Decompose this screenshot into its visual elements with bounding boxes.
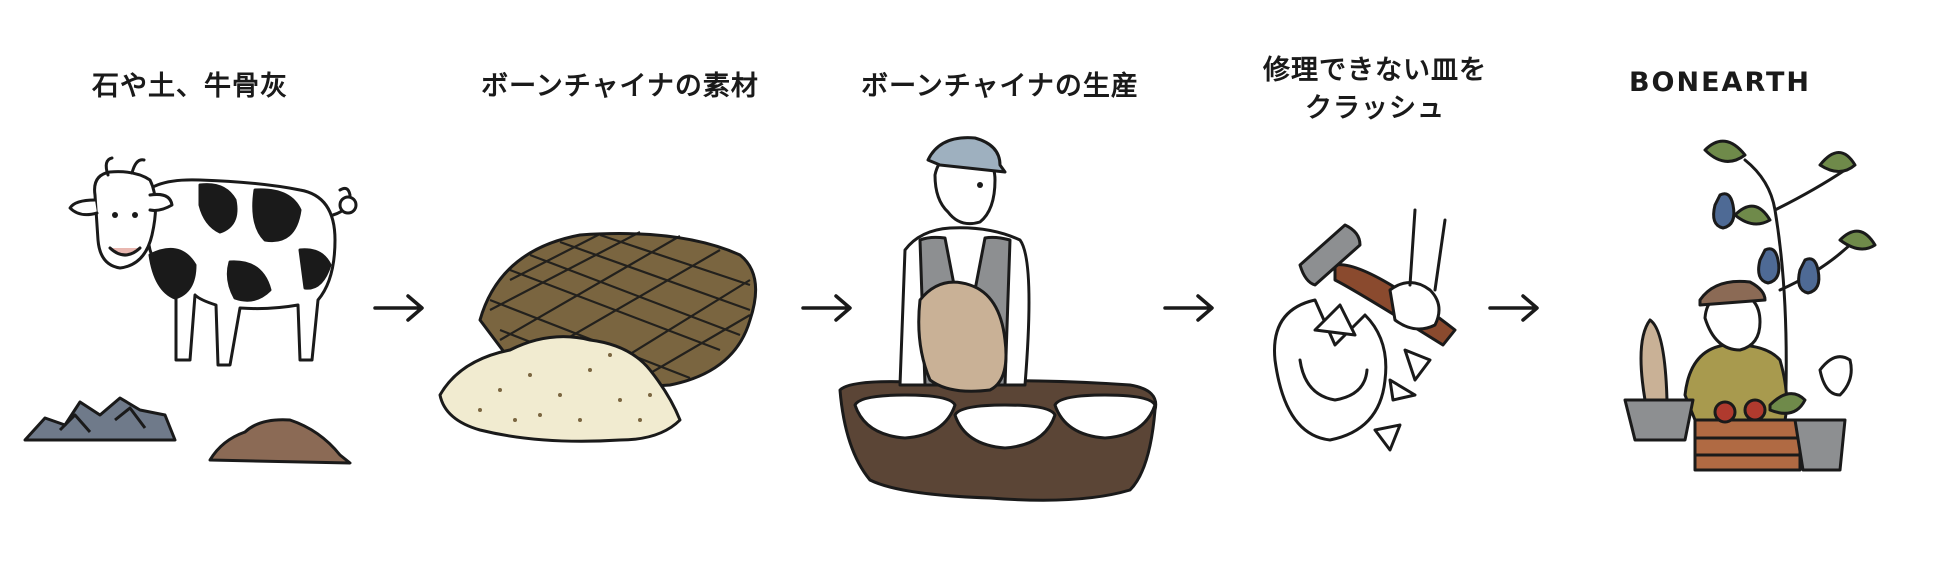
stones-illustration: [25, 398, 175, 440]
gardener-with-pear-tree-illustration: [1555, 0, 1885, 585]
step-1-raw-materials: 石や土、牛骨灰: [0, 0, 380, 585]
step-3-bone-china-production: ボーンチャイナの生産: [830, 0, 1170, 585]
step-5-bonearth: BONEARTH: [1555, 0, 1885, 585]
cow-illustration: [0, 0, 380, 585]
arrow-right-icon: [1485, 288, 1545, 328]
step-2-bone-china-material: ボーンチャイナの素材: [420, 0, 820, 585]
basket-with-powder-illustration: [420, 0, 820, 585]
potter-illustration: [830, 0, 1170, 585]
arrow-right-icon: [1160, 288, 1220, 328]
soil-pile-illustration: [210, 420, 350, 463]
